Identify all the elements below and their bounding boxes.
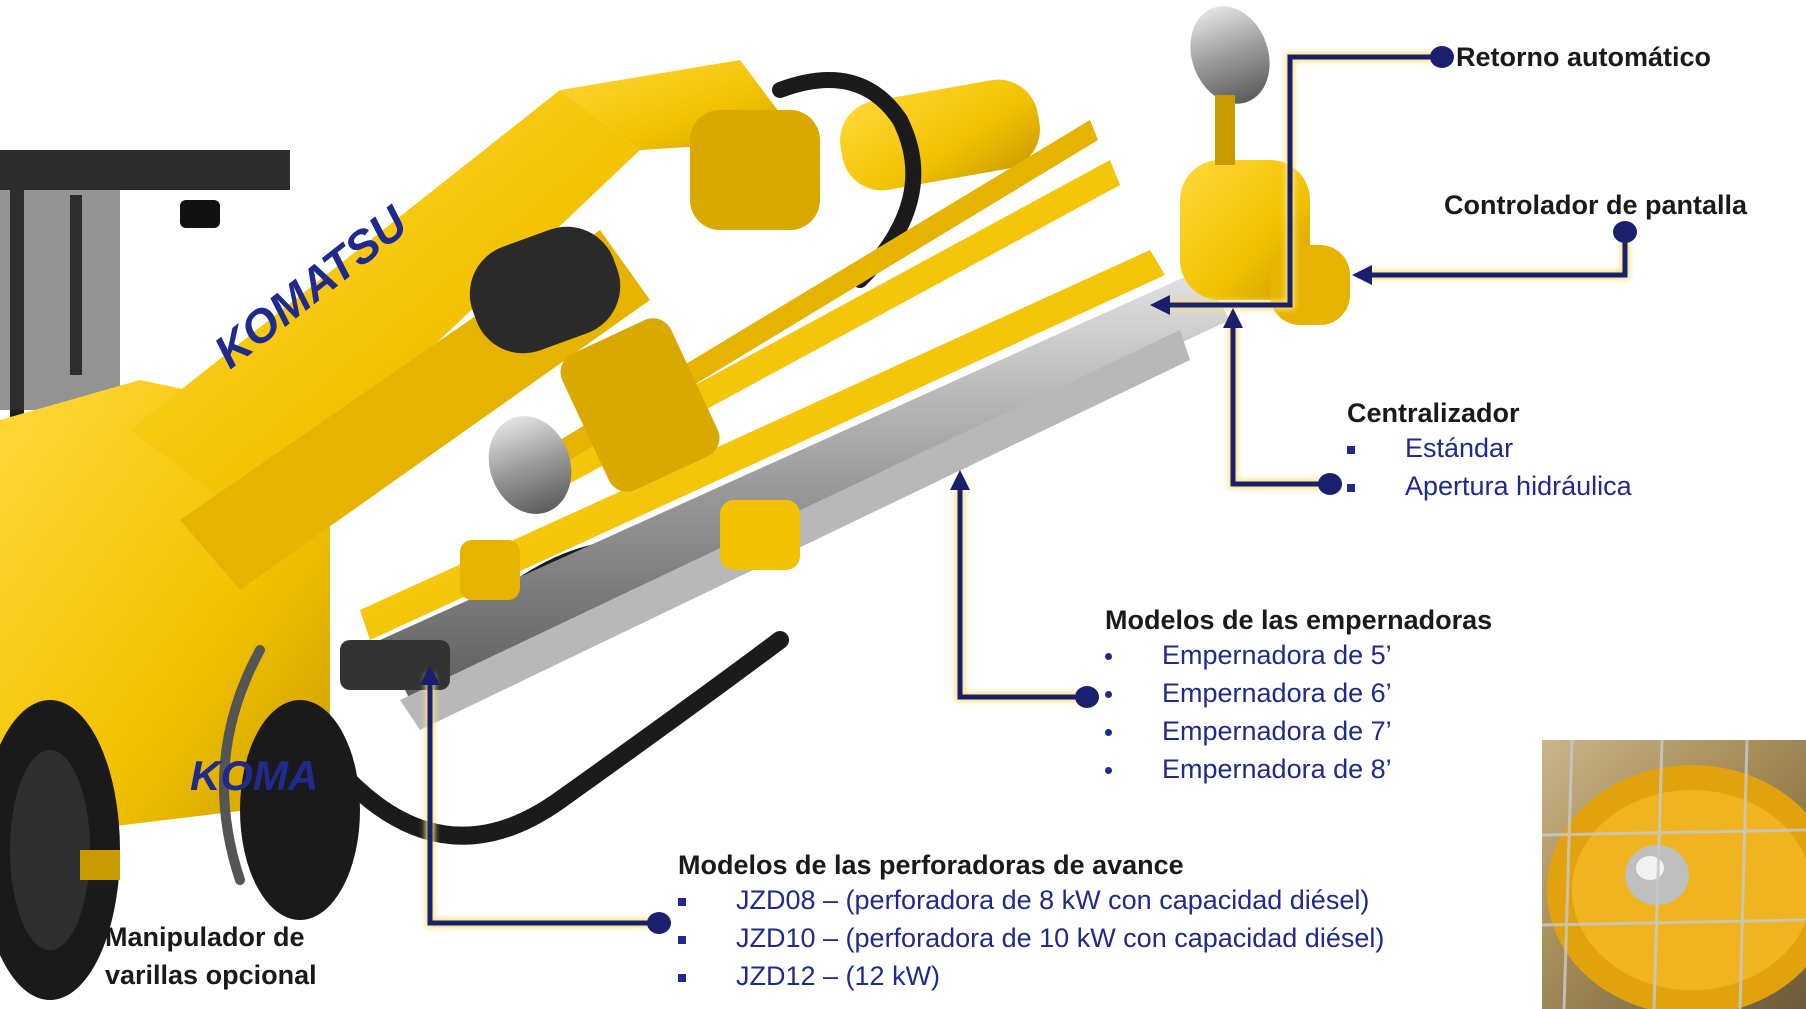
list-item: Empernadora de 7’ [1105,712,1492,750]
auto-return-plate [1190,6,1270,165]
perforadoras-list: JZD08 – (perforadora de 8 kW con capacid… [678,881,1384,995]
centralizador-block: Centralizador Estándar Apertura hidráuli… [1347,398,1632,505]
centralizador-list: Estándar Apertura hidráulica [1347,429,1632,505]
canopy [0,150,290,420]
centralizer-plate [488,416,572,514]
feed-rails [340,120,1350,730]
bullet-dot-icon [1105,691,1112,699]
list-item: Empernadora de 6’ [1105,674,1492,712]
label-controlador-pantalla: Controlador de pantalla [1444,190,1748,220]
empernadoras-block: Modelos de las empernadoras Empernadora … [1105,605,1492,788]
bullet-dot-icon [1105,729,1112,737]
perforadoras-block: Modelos de las perforadoras de avance JZ… [678,850,1384,995]
list-item: Empernadora de 5’ [1105,636,1492,674]
bullet-square-icon [678,935,686,944]
bullet-square-icon [678,897,686,906]
list-item: JZD08 – (perforadora de 8 kW con capacid… [678,881,1384,919]
list-item: Empernadora de 8’ [1105,750,1492,788]
bullet-dot-icon [1105,653,1112,661]
komatsu-logo-chassis: KOMA [190,752,318,799]
bullet-dot-icon [1105,767,1112,775]
list-item: JZD10 – (perforadora de 10 kW con capaci… [678,919,1384,957]
bullet-square-icon [678,973,686,982]
empernadoras-list: Empernadora de 5’ Empernadora de 6’ Empe… [1105,636,1492,788]
centralizador-title: Centralizador [1347,398,1520,428]
list-item: Apertura hidráulica [1347,467,1632,505]
label-manipulador-varillas: Manipulador de varillas opcional [105,922,317,990]
callout-lines [420,46,1637,934]
bullet-square-icon [1347,483,1355,492]
empernadoras-title: Modelos de las empernadoras [1105,605,1493,635]
inset-photo-plate [1542,740,1806,1009]
bullet-square-icon [1347,445,1355,454]
list-item: JZD12 – (12 kW) [678,957,1384,995]
list-item: Estándar [1347,429,1632,467]
inset-plate-illustration [1542,740,1806,1009]
label-retorno-automatico: Retorno automático [1456,42,1712,72]
boom-arm [130,60,1040,590]
perforadoras-title: Modelos de las perforadoras de avance [678,850,1184,880]
